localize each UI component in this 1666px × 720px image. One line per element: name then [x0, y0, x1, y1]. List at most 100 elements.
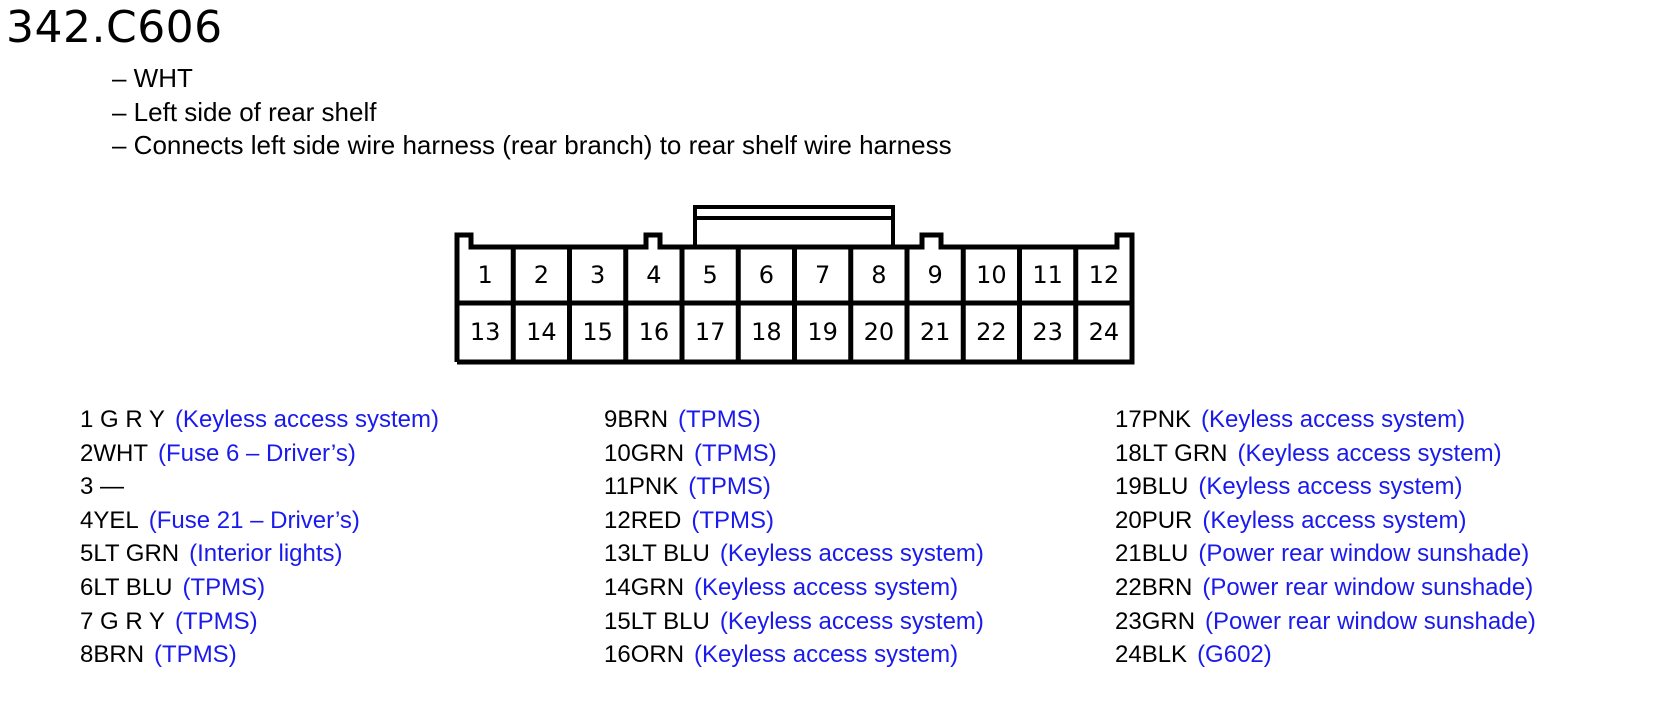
pin-number-label: 3	[590, 261, 605, 289]
pin-number-label: 10	[976, 261, 1007, 289]
pin-circuit: (Power rear window sunshade)	[1202, 573, 1534, 601]
pin-wire: 20PUR	[1115, 506, 1193, 534]
pin-circuit: (Keyless access system)	[694, 573, 959, 601]
pin-number-label: 5	[702, 261, 717, 289]
pin-circuit: (Interior lights)	[189, 540, 343, 568]
pin-number-label: 4	[646, 261, 661, 289]
pin-entry: 19BLU (Keyless access system)	[1115, 470, 1536, 504]
pin-number-label: 15	[582, 318, 613, 346]
pin-circuit: (TPMS)	[174, 607, 258, 635]
pin-number-label: 1	[477, 261, 492, 289]
pin-wire: 17PNK	[1115, 406, 1192, 433]
pin-wire: 6LT BLU	[80, 573, 173, 601]
pin-wire: 3 —	[80, 473, 125, 501]
pin-wire: 14GRN	[604, 573, 685, 601]
pin-number-label: 9	[927, 261, 942, 289]
pin-entry: 1 G R Y(Keyless access system)	[80, 403, 439, 437]
pin-entry: 3 —	[80, 470, 439, 504]
pin-entry: 22BRN (Power rear window sunshade)	[1115, 571, 1536, 605]
pin-circuit: (Power rear window sunshade)	[1205, 607, 1536, 635]
connector-description: – WHT – Left side of rear shelf – Connec…	[112, 62, 952, 163]
pin-entry: 8BRN (TPMS)	[80, 638, 439, 672]
pin-number-label: 21	[920, 318, 951, 346]
pin-number-label: 13	[470, 318, 501, 346]
pin-circuit: (Power rear window sunshade)	[1198, 540, 1530, 568]
pin-entry: 4YEL (Fuse 21 – Driver’s)	[80, 504, 439, 538]
pin-circuit: (Keyless access system)	[694, 641, 959, 669]
pin-entry: 21BLU (Power rear window sunshade)	[1115, 537, 1536, 571]
pin-wire: 2WHT	[80, 439, 148, 467]
pin-number-label: 6	[759, 261, 774, 289]
pin-circuit: (TPMS)	[691, 506, 775, 534]
pin-list-column-1: 1 G R Y(Keyless access system)2WHT (Fuse …	[80, 403, 439, 672]
pin-circuit: (Keyless access system)	[1237, 439, 1502, 467]
pin-entry: 12RED (TPMS)	[604, 504, 984, 538]
pin-circuit: (Fuse 21 – Driver’s)	[148, 506, 360, 534]
pin-wire: 22BRN	[1115, 573, 1193, 601]
connector-title: 342.C606	[6, 2, 223, 53]
pin-entry: 5LT GRN (Interior lights)	[80, 537, 439, 571]
pin-entry: 2WHT (Fuse 6 – Driver’s)	[80, 437, 439, 471]
pin-circuit: (Keyless access system)	[719, 540, 984, 568]
pin-wire: 10GRN	[604, 439, 685, 467]
pin-wire: 23GRN	[1115, 607, 1196, 635]
pin-circuit: (G602)	[1197, 641, 1272, 669]
pin-entry: 16ORN (Keyless access system)	[604, 638, 984, 672]
pin-wire: 11PNK	[604, 473, 679, 501]
pin-wire: 15LT BLU	[604, 607, 710, 635]
pin-number-label: 23	[1032, 318, 1063, 346]
pin-circuit: (Keyless access system)	[1202, 506, 1467, 534]
description-color: – WHT	[112, 63, 193, 93]
description-connection: – Connects left side wire harness (rear …	[112, 130, 952, 160]
pin-entry: 14GRN (Keyless access system)	[604, 571, 984, 605]
pin-wire: 4YEL	[80, 506, 139, 534]
pin-circuit: (Keyless access system)	[1201, 406, 1466, 433]
pin-circuit: (TPMS)	[688, 473, 771, 501]
pin-number-label: 19	[807, 318, 838, 346]
pin-circuit: (TPMS)	[182, 573, 266, 601]
pin-entry: 18LT GRN (Keyless access system)	[1115, 437, 1536, 471]
pin-number-label: 18	[751, 318, 782, 346]
pin-wire: 21BLU	[1115, 540, 1189, 568]
pin-number-label: 11	[1032, 261, 1063, 289]
pin-list-column-3: 17PNK (Keyless access system) 18LT GRN (Key…	[1115, 403, 1536, 672]
pin-number-label: 14	[526, 318, 557, 346]
connector-outline	[454, 232, 1135, 365]
pin-wire: 19BLU	[1115, 473, 1189, 501]
pin-entry: 6LT BLU (TPMS)	[80, 571, 439, 605]
pin-number-label: 8	[871, 261, 886, 289]
pin-circuit: (TPMS)	[154, 641, 237, 669]
pin-entry: 7 G R Y (TPMS)	[80, 605, 439, 639]
pin-circuit: (Fuse 6 – Driver’s)	[158, 439, 356, 467]
pin-circuit: (TPMS)	[678, 406, 761, 433]
pin-entry: 15LT BLU (Keyless access system)	[604, 605, 984, 639]
pin-circuit: (Keyless access system)	[719, 607, 984, 635]
pin-number-label: 24	[1089, 318, 1120, 346]
pin-number-label: 2	[534, 261, 549, 289]
pin-wire: 24BLK	[1115, 641, 1188, 669]
pin-number-label: 16	[639, 318, 670, 346]
pin-wire: 8BRN	[80, 641, 145, 669]
pin-entry: 23GRN (Power rear window sunshade)	[1115, 605, 1536, 639]
pin-wire: 16ORN	[604, 641, 685, 669]
pin-list-column-2: 9BRN(TPMS)10GRN(TPMS)11PNK(TPMS)12RED(TP…	[604, 403, 984, 672]
pin-wire: 5LT GRN	[80, 540, 180, 568]
pin-wire: 1 G R Y	[80, 406, 165, 433]
pin-wire: 13LT BLU	[604, 540, 710, 568]
description-location: – Left side of rear shelf	[112, 96, 377, 127]
pin-number-label: 7	[815, 261, 830, 289]
pin-wire: 12RED	[604, 506, 682, 534]
pin-entry: 17PNK (Keyless access system)	[1115, 403, 1536, 437]
pin-circuit: (TPMS)	[694, 439, 777, 467]
pin-wire: 7 G R Y	[80, 607, 165, 635]
pin-wire: 18LT GRN	[1115, 439, 1228, 467]
pin-number-label: 17	[695, 318, 726, 346]
pin-number-label: 22	[976, 318, 1007, 346]
pin-entry: 20PUR (Keyless access system)	[1115, 504, 1536, 538]
pin-entry: 13LT BLU (Keyless access system)	[604, 537, 984, 571]
pin-number-label: 20	[864, 318, 895, 346]
pin-circuit: (Keyless access system)	[1198, 473, 1463, 501]
connector-latch	[693, 205, 895, 249]
pin-entry: 24BLK (G602)	[1115, 638, 1536, 672]
